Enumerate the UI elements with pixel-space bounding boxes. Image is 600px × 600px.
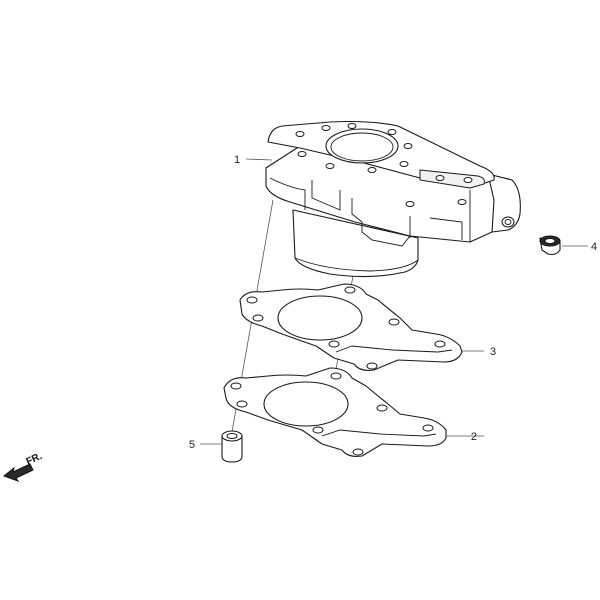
callout-5: 5: [189, 439, 195, 451]
cylinder-base-gasket-upper[interactable]: [239, 283, 463, 371]
callout-4: 4: [591, 241, 597, 253]
plug-grommet[interactable]: [539, 235, 561, 256]
callout-1: 1: [234, 154, 240, 166]
dowel-pin[interactable]: [221, 430, 243, 463]
front-direction-label: FR.: [25, 451, 44, 468]
callout-leaders: [200, 158, 588, 445]
callout-3: 3: [490, 346, 496, 358]
cylinder-block[interactable]: [265, 120, 521, 278]
callout-2: 2: [471, 431, 477, 443]
cylinder-base-gasket-lower[interactable]: [223, 367, 447, 457]
front-direction-arrow-icon: [2, 463, 34, 482]
